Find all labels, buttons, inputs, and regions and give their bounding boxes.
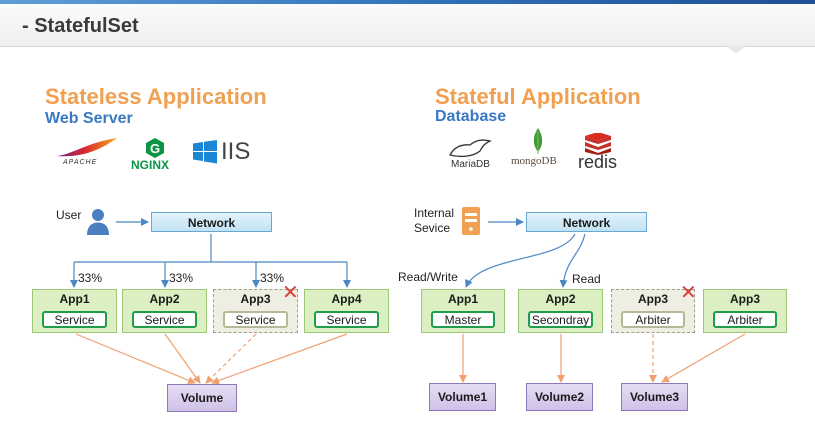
role-pill: Arbiter — [713, 311, 777, 328]
stateful-app1-master: App1 Master — [421, 289, 505, 333]
user-icon — [87, 209, 109, 235]
split-label-app1: 33% — [78, 271, 103, 285]
header-notch — [727, 46, 745, 54]
app-name: App3 — [730, 292, 760, 306]
app4-to-volume — [211, 333, 348, 385]
split-label-app3: 33% — [260, 271, 285, 285]
service-pill: Service — [42, 311, 107, 328]
internal-service-label-line2: Sevice — [414, 221, 451, 235]
internal-service-label-line1: Internal — [414, 206, 455, 220]
nginx-logo: G NGINX — [131, 137, 181, 173]
app-name: App2 — [545, 292, 576, 306]
mariadb-logo: MariaDB — [448, 137, 496, 175]
apache-wordmark: APACHE — [63, 159, 98, 166]
slide-header: - StatefulSet — [0, 4, 815, 47]
redis-logo: redis — [578, 133, 620, 173]
stateful-subheading: Database — [435, 108, 507, 125]
app1-to-volume — [75, 333, 196, 385]
service-pill: Service — [314, 311, 379, 328]
mongodb-leaf-icon — [533, 128, 543, 154]
read-route — [559, 233, 586, 288]
top-accent-bar — [0, 0, 815, 4]
read-label: Read — [572, 272, 601, 286]
volume2: Volume2 — [526, 383, 593, 411]
role-pill: Arbiter — [621, 311, 685, 328]
page-title: - StatefulSet — [22, 15, 139, 37]
stateful-network-box: Network — [526, 212, 647, 232]
nginx-hexagon-icon: G — [146, 138, 164, 158]
stateless-heading: Stateless Application — [45, 84, 267, 109]
redis-wordmark: redis — [578, 152, 618, 172]
stateful-app3-arbiter-failed: App3 Arbiter — [611, 289, 695, 333]
nginx-wordmark: NGINX — [131, 158, 170, 172]
volume3: Volume3 — [621, 383, 688, 411]
service-pill: Service — [132, 311, 197, 328]
mongodb-wordmark: mongoDB — [511, 155, 557, 167]
volume1: Volume1 — [429, 383, 496, 411]
app-name: App1 — [448, 292, 478, 306]
role-pill: Master — [431, 311, 495, 328]
arbiter2-to-volume3 — [661, 333, 746, 383]
stateless-app3-failed: App3 Service — [213, 289, 298, 333]
stateless-subheading: Web Server — [45, 110, 133, 127]
iis-logo: IIS — [193, 138, 253, 167]
mariadb-wordmark: MariaDB — [451, 159, 490, 170]
app-name: App1 — [59, 292, 90, 306]
windows-icon — [193, 140, 217, 164]
stateless-app1: App1 Service — [32, 289, 117, 333]
redis-cube-icon — [585, 133, 611, 155]
stateless-app2: App2 Service — [122, 289, 207, 333]
role-pill: Secondray — [528, 311, 593, 328]
mongodb-logo: mongoDB — [510, 128, 566, 172]
readwrite-label: Read/Write — [398, 270, 458, 284]
iis-wordmark: IIS — [221, 138, 251, 165]
app-name: App3 — [638, 292, 668, 306]
stateful-heading: Stateful Application — [435, 84, 641, 109]
app-name: App3 — [240, 292, 271, 306]
svg-text:G: G — [150, 141, 160, 156]
failure-x-icon: ✕ — [680, 282, 697, 304]
mariadb-seal-icon — [449, 139, 492, 158]
apache-feather-icon — [57, 138, 117, 157]
app-name: App2 — [149, 292, 180, 306]
stateless-network-box: Network — [151, 212, 272, 232]
readwrite-route — [465, 233, 576, 288]
stateful-app3-arbiter: App3 Arbiter — [703, 289, 787, 333]
app-name: App4 — [331, 292, 362, 306]
apache-logo: APACHE — [55, 136, 119, 174]
app3-to-volume — [205, 333, 257, 384]
stateless-app4: App4 Service — [304, 289, 389, 333]
split-label-app2: 33% — [169, 271, 194, 285]
stateless-volume: Volume — [167, 384, 237, 412]
service-pill: Service — [223, 311, 288, 328]
app2-to-volume — [164, 333, 201, 384]
user-label: User — [56, 208, 82, 222]
failure-x-icon: ✕ — [282, 282, 299, 304]
stateful-app2-secondary: App2 Secondray — [518, 289, 603, 333]
server-icon — [462, 207, 480, 235]
